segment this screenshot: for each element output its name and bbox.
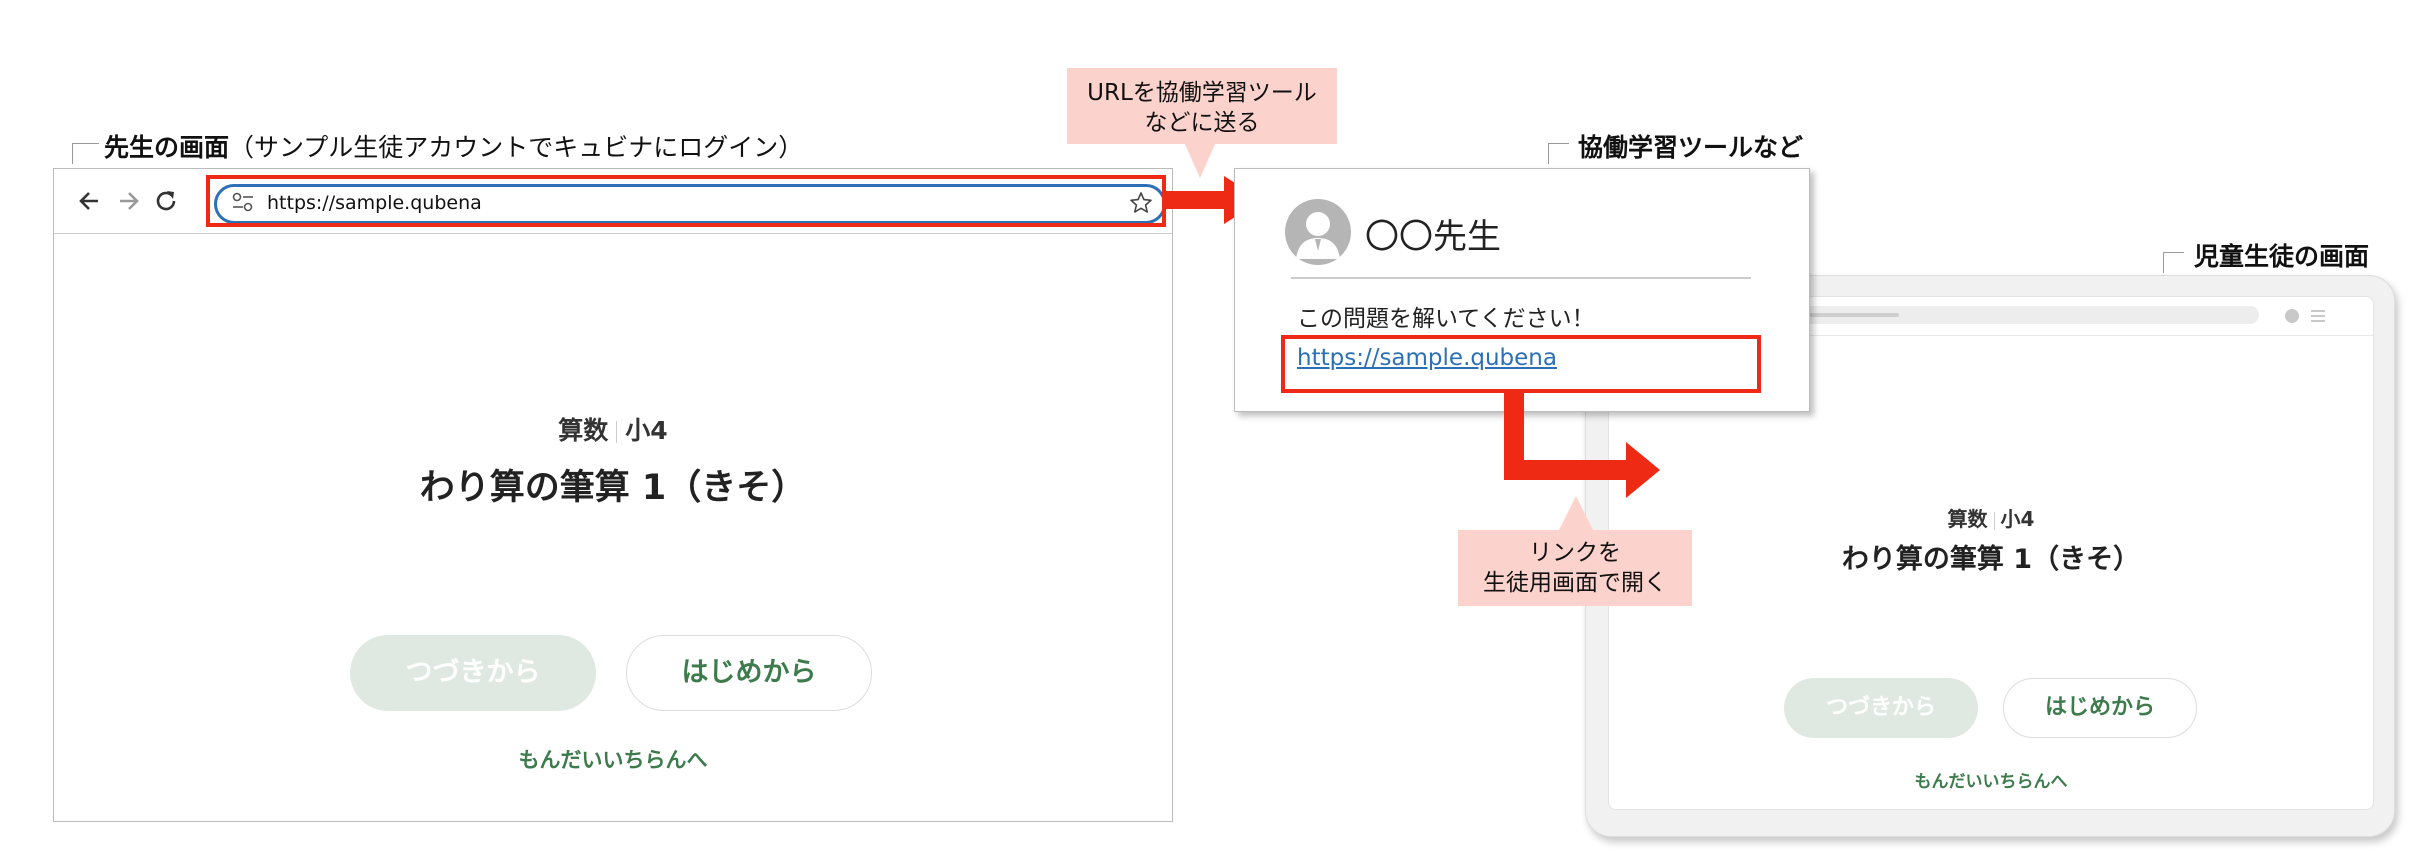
student-label-bracket [2163, 252, 2184, 273]
reload-icon[interactable] [152, 187, 180, 215]
send-callout-pointer [1184, 142, 1216, 178]
student-subject-grade: 算数小4 [1947, 507, 2035, 531]
teacher-label-bracket [72, 143, 99, 164]
menu-icon[interactable] [2309, 307, 2327, 325]
subject-grade: 算数小4 [558, 416, 668, 445]
status-dot-icon [2285, 309, 2299, 323]
student-continue-button[interactable]: つづきから [1784, 678, 1978, 738]
open-link-callout: リンクを 生徒用画面で開く [1458, 530, 1692, 606]
divider [1291, 277, 1751, 279]
student-address-bar[interactable] [1699, 306, 2259, 324]
student-lesson-title: わり算の筆算 1（きそ） [1841, 544, 2141, 575]
send-url-callout: URLを協働学習ツール などに送る [1067, 68, 1337, 144]
student-start-button[interactable]: はじめから [2003, 678, 2197, 738]
back-arrow-icon[interactable] [76, 187, 104, 215]
collab-tool-label: 協働学習ツールなど [1578, 133, 1804, 162]
collab-tool-card: 〇〇先生 この問題を解いてください！ https://sample.qubena [1234, 168, 1810, 412]
teacher-screen-label: 先生の画面（サンプル生徒アカウントでキュビナにログイン） [104, 133, 804, 162]
url-highlight-box [206, 175, 1166, 227]
forward-arrow-icon[interactable] [114, 187, 142, 215]
address-bar-url: https://sample.qubena [267, 192, 482, 214]
collab-label-bracket [1548, 143, 1569, 164]
star-icon[interactable] [1129, 191, 1153, 215]
student-question-list-link[interactable]: もんだいいちらんへ [1914, 772, 2068, 792]
teacher-browser-window: https://sample.qubena 算数小4 わり算の筆算 1（きそ） … [53, 168, 1173, 822]
collab-shared-link[interactable]: https://sample.qubena [1297, 345, 1557, 371]
arrow-to-student [1504, 390, 1660, 498]
teacher-name: 〇〇先生 [1365, 217, 1501, 257]
student-screen-label: 児童生徒の画面 [2194, 242, 2370, 271]
start-button[interactable]: はじめから [626, 635, 872, 711]
continue-button[interactable]: つづきから [350, 635, 596, 711]
browser-toolbar: https://sample.qubena [54, 169, 1172, 234]
open-callout-pointer [1558, 496, 1594, 532]
question-list-link[interactable]: もんだいいちらんへ [518, 748, 708, 772]
lesson-title: わり算の筆算 1（きそ） [419, 468, 807, 508]
avatar-icon [1285, 199, 1351, 265]
address-bar[interactable]: https://sample.qubena [214, 184, 1166, 224]
site-settings-icon[interactable] [231, 191, 255, 213]
collab-message: この問題を解いてください！ [1297, 306, 1595, 332]
link-highlight-box [1281, 335, 1761, 393]
